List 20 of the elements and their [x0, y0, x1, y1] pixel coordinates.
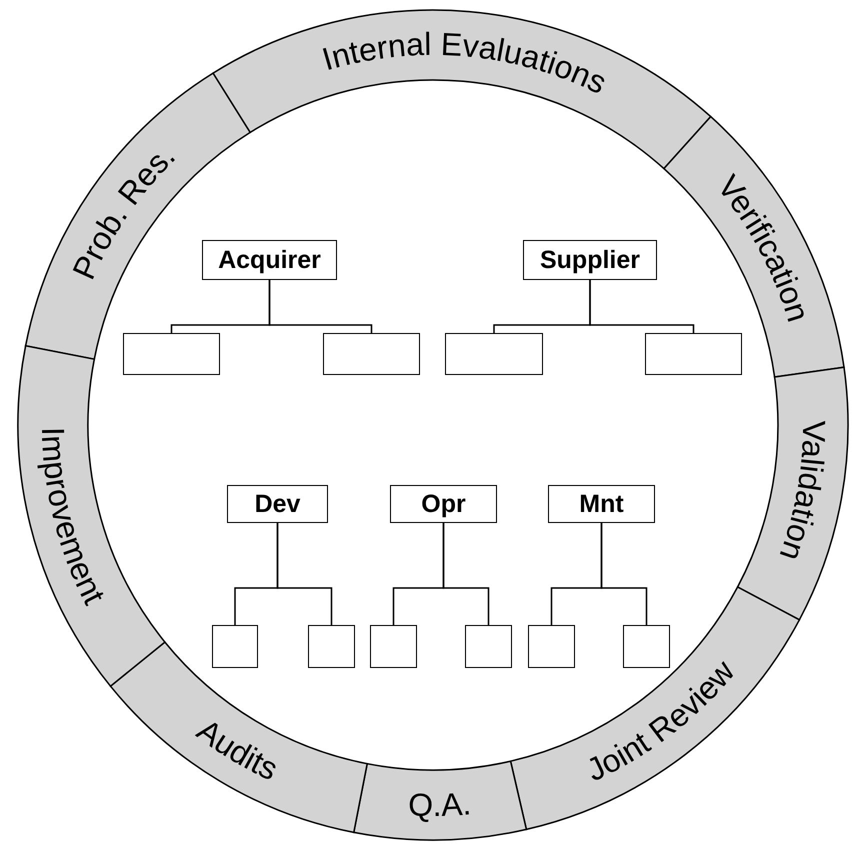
empty-box — [645, 333, 742, 375]
role-box: Dev — [227, 485, 328, 523]
connector-line — [600, 523, 648, 625]
connector-line — [268, 280, 372, 333]
empty-box — [465, 625, 512, 668]
connector-line — [589, 280, 694, 333]
empty-box — [445, 333, 543, 375]
empty-box — [123, 333, 220, 375]
empty-box — [528, 625, 575, 668]
segment-label: Q.A. — [408, 785, 472, 824]
connector-line — [442, 523, 490, 625]
empty-box — [308, 625, 355, 668]
empty-box — [370, 625, 417, 668]
role-box: Supplier — [523, 240, 657, 280]
role-box: Mnt — [548, 485, 655, 523]
empty-box — [212, 625, 258, 668]
role-box: Acquirer — [202, 240, 337, 280]
connector-line — [276, 523, 332, 625]
empty-box — [323, 333, 420, 375]
role-box: Opr — [390, 485, 497, 523]
